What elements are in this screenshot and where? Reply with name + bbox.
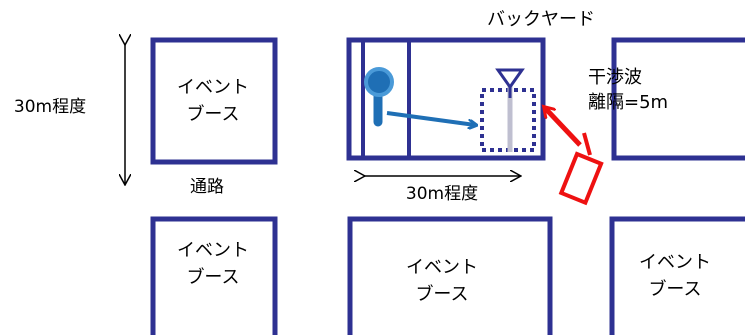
interference-label-line2: 離隔=5m — [588, 92, 668, 113]
booth-bottom-right-label-line1: イベント — [639, 252, 711, 273]
booth-bottom-mid-label-line1: イベント — [406, 257, 478, 278]
booth-bottom-mid-label-line2: ブース — [415, 283, 468, 305]
backyard-inner-room — [361, 38, 411, 160]
booth-bottom-mid — [347, 216, 553, 335]
booth-bottom-right — [609, 216, 745, 335]
horizontal-dimension-label: 30m程度 — [406, 184, 478, 204]
booth-top-right — [611, 37, 745, 161]
booth-bottom-left — [150, 216, 278, 335]
booth-top-left-label-line1: イベント — [177, 77, 249, 98]
device-head-icon — [364, 67, 394, 97]
booth-top-left — [150, 37, 278, 165]
booth-top-left-label-line2: ブース — [186, 103, 239, 125]
vertical-dimension-label: 30m程度 — [14, 97, 86, 117]
booth-bottom-left-label-line2: ブース — [186, 266, 239, 288]
antenna-icon — [495, 68, 525, 90]
backyard-label: バックヤード — [487, 9, 595, 30]
interference-arrow — [545, 108, 582, 147]
aisle-label: 通路 — [190, 177, 224, 197]
booth-bottom-left-label-line1: イベント — [177, 240, 249, 261]
interference-label-line1: 干渉波 — [588, 67, 642, 88]
interferer-antenna — [582, 132, 592, 156]
blue-signal-arrow — [386, 111, 475, 125]
booth-bottom-right-label-line2: ブース — [648, 278, 701, 300]
interferer-device — [558, 151, 604, 206]
